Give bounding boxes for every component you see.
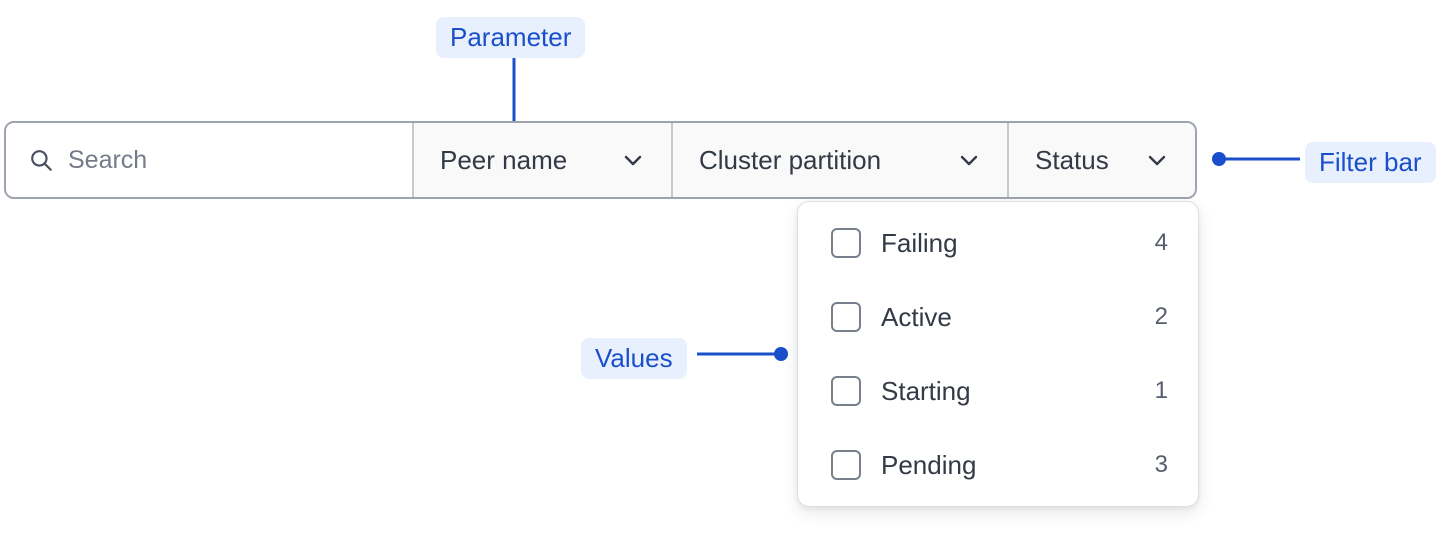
filter-dropdown-cluster-partition-label: Cluster partition (699, 144, 882, 175)
annotation-label-filter-bar: Filter bar (1305, 142, 1436, 183)
filter-dropdown-peer-name[interactable]: Peer name (412, 123, 671, 197)
checkbox-icon[interactable] (831, 376, 861, 406)
checkbox-icon[interactable] (831, 450, 861, 480)
chevron-down-icon (1148, 155, 1166, 166)
dropdown-option-count: 2 (1154, 303, 1168, 330)
dropdown-option-starting[interactable]: Starting 1 (831, 370, 1168, 412)
search-field[interactable] (6, 123, 412, 197)
dropdown-option-active[interactable]: Active 2 (831, 296, 1168, 338)
dropdown-option-label: Pending (881, 449, 977, 480)
filter-dropdown-status-label: Status (1035, 144, 1109, 175)
checkbox-icon[interactable] (831, 302, 861, 332)
chevron-down-icon (960, 155, 978, 166)
dropdown-option-label: Failing (881, 227, 958, 258)
checkbox-icon[interactable] (831, 228, 861, 258)
filter-dropdown-status[interactable]: Status (1007, 123, 1195, 197)
chevron-down-icon (624, 155, 642, 166)
search-input[interactable] (68, 145, 390, 175)
search-icon (31, 150, 52, 171)
annotation-label-values: Values (581, 338, 687, 379)
dropdown-option-count: 3 (1154, 451, 1168, 478)
filter-bar: Peer name Cluster partition Status (4, 121, 1197, 199)
connector-dot-values (774, 347, 788, 361)
dropdown-option-pending[interactable]: Pending 3 (831, 444, 1168, 486)
connector-dot-filter-bar (1212, 152, 1226, 166)
filter-dropdown-cluster-partition[interactable]: Cluster partition (671, 123, 1007, 197)
dropdown-option-count: 1 (1154, 377, 1168, 404)
dropdown-option-failing[interactable]: Failing 4 (831, 222, 1168, 264)
dropdown-option-count: 4 (1154, 229, 1168, 256)
filter-dropdown-peer-name-label: Peer name (440, 144, 568, 175)
dropdown-option-label: Active (881, 301, 952, 332)
annotation-label-parameter: Parameter (436, 17, 586, 58)
dropdown-option-label: Starting (881, 375, 971, 406)
status-filter-dropdown-panel: Failing 4 Active 2 Starting 1 Pending 3 (797, 201, 1199, 507)
